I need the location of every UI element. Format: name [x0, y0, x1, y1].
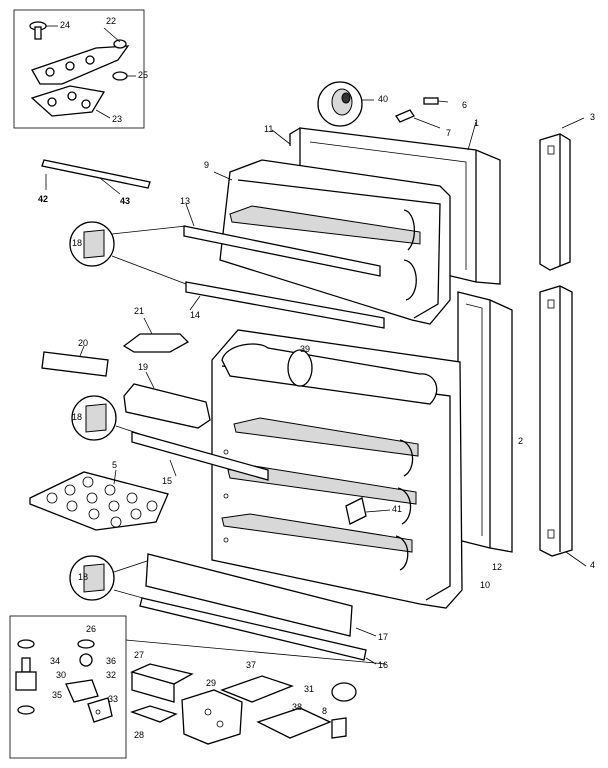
- freezer-door-liner-9: [213, 159, 451, 325]
- fresh-food-door-liner-10: [211, 329, 463, 609]
- shim-23: [30, 85, 106, 117]
- hinge-bracket-27: [130, 663, 194, 703]
- bottom-hinge-inset-frame: [9, 615, 127, 759]
- hinge-plate-38: [256, 707, 332, 739]
- door-trim-4: [539, 285, 587, 567]
- washer-25: [112, 71, 128, 81]
- top-hinge-inset-frame: [13, 9, 145, 129]
- stop-31: [331, 682, 357, 702]
- plug-6: [423, 97, 449, 105]
- butter-door-21: [122, 317, 190, 353]
- hinge-plate-29: [181, 689, 243, 745]
- screw-24: [29, 21, 47, 40]
- hinge-bracket-37: [220, 675, 294, 703]
- bolt-8: [331, 717, 347, 739]
- top-hinge-inset: [13, 9, 145, 129]
- shelf-bar-17: [145, 553, 377, 637]
- detail-circle-18-mid: [71, 395, 141, 441]
- shelf-bar-13: [183, 203, 381, 277]
- fresh-food-door-outer-2: [457, 291, 513, 553]
- shelf-bar-14: [185, 281, 385, 329]
- door-bar-42-43: [41, 159, 151, 195]
- butter-bin-19: [123, 371, 211, 429]
- detail-circle-18-low: [69, 555, 151, 601]
- shelf-bar-15: [131, 431, 269, 481]
- label-card-20: [41, 345, 109, 377]
- detail-circle-18-top: [69, 221, 187, 285]
- door-trim-3: [539, 117, 585, 271]
- spacer-28: [130, 705, 178, 723]
- egg-tray-5: [29, 469, 169, 531]
- door-stop-7: [395, 109, 441, 129]
- bottom-hinge-inset: [9, 615, 127, 759]
- bracket-41: [345, 497, 391, 525]
- hinge-plate-22: [31, 45, 130, 85]
- knob-40: [317, 81, 374, 127]
